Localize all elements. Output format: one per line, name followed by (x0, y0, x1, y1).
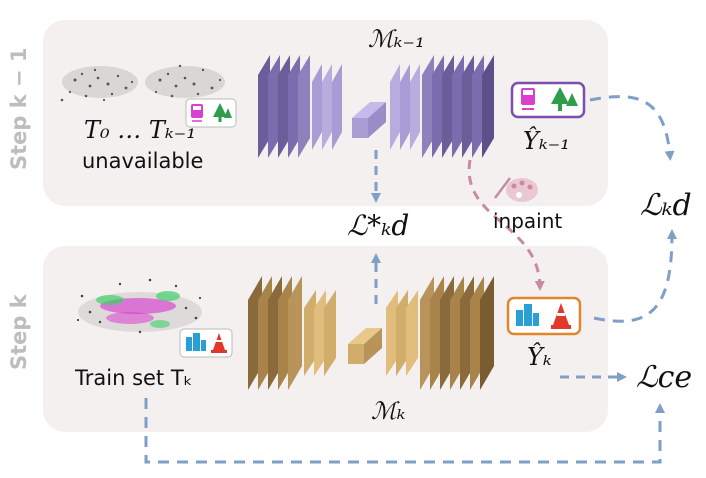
curr-model-label: ℳₖ (371, 397, 406, 425)
building-icon (516, 304, 539, 326)
loss-kd-star: ℒ*ₖd (347, 209, 410, 242)
loss-kd: ℒₖd (640, 188, 692, 223)
decoder-curr (386, 276, 494, 390)
train-icon (521, 88, 535, 110)
prev-data-status: unavailable (82, 149, 204, 173)
encoder-curr (248, 276, 336, 390)
prev-output-box (510, 81, 586, 119)
model-curr (248, 276, 494, 390)
curr-class-box (179, 328, 233, 358)
traffic-cone-icon (551, 303, 571, 329)
model-prev (258, 55, 494, 158)
arrow-prev-output-to-kd (589, 95, 675, 161)
tree-icon (213, 103, 232, 122)
curr-output-box (506, 296, 582, 336)
loss-ce: ℒce (636, 360, 693, 395)
curr-data-label: Train set Tₖ (75, 366, 193, 390)
bottleneck-prev (352, 102, 386, 138)
tree-icon (551, 87, 578, 111)
prev-model-label: ℳₖ₋₁ (368, 25, 425, 53)
prev-data-label: T₀ … Tₖ₋₁ (84, 116, 196, 144)
inpaint-label: inpaint (493, 209, 563, 233)
point-cloud-prev-1 (60, 66, 138, 102)
prev-class-box (185, 98, 237, 128)
decoder-prev (390, 55, 494, 158)
arrow-curr-output-to-kd (593, 229, 677, 323)
palette-icon (494, 177, 538, 202)
encoder-prev (258, 55, 342, 158)
train-icon (191, 104, 203, 122)
building-icon (186, 333, 206, 351)
point-cloud-curr (76, 278, 202, 334)
prev-output-label: Ŷₖ₋₁ (523, 127, 570, 155)
curr-output-label: Ŷₖ (527, 343, 552, 371)
point-cloud-prev-2 (145, 64, 225, 98)
arrow-inpaint (467, 159, 545, 291)
bottleneck-curr (348, 328, 382, 364)
traffic-cone-icon (211, 333, 227, 353)
